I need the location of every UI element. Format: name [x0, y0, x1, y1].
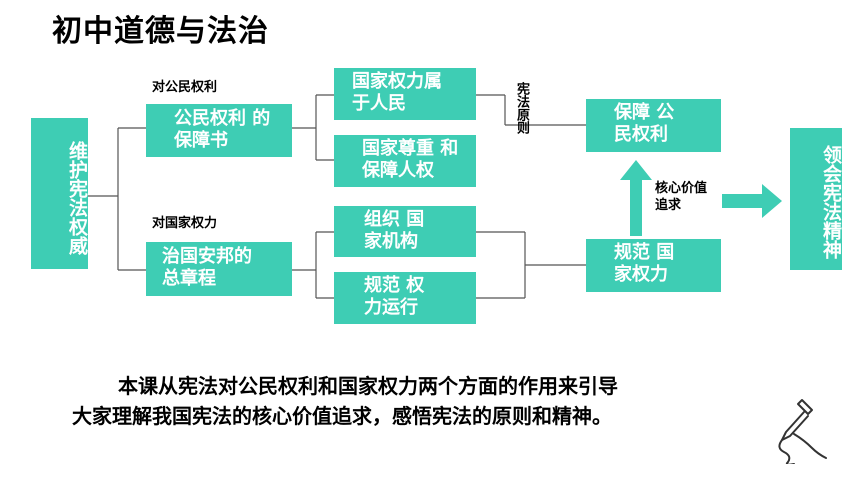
- up-arrow: [620, 160, 652, 236]
- dropper-icon: [778, 399, 827, 464]
- leaf-organize-institutions: 组织 国 家机构: [334, 206, 476, 257]
- protect-rights-node: 保障 公 民权利: [586, 99, 721, 152]
- leaf-respect-human-rights: 国家尊重 和 保障人权: [334, 135, 476, 187]
- summary-line-1: 本课从宪法对公民权利和国家权力两个方面的作用来引导: [118, 374, 618, 398]
- leaf-power-belongs-people: 国家权力属 于人民: [334, 68, 476, 120]
- constitution-principle-label: 宪法原则: [514, 82, 529, 134]
- node-top: 公民权利 的 保障书: [146, 104, 292, 157]
- branch-label-bottom: 对国家权力: [152, 216, 218, 231]
- branch-label-top: 对公民权利: [152, 80, 218, 95]
- page-title: 初中道德与法治: [52, 14, 269, 49]
- core-value-label: 核心价值 追求: [655, 181, 708, 213]
- node-bottom: 治国安邦的 总章程: [146, 242, 292, 296]
- right-arrow: [722, 184, 782, 218]
- regulate-power-node: 规范 国 家权力: [586, 239, 721, 292]
- root-node: 维护宪法权威: [31, 118, 88, 269]
- summary-line-2: 大家理解我国宪法的核心价值追求，感悟宪法的原则和精神。: [72, 404, 612, 428]
- spirit-node: 领会宪法精神: [790, 128, 842, 270]
- leaf-regulate-operation: 规范 权 力运行: [334, 272, 476, 324]
